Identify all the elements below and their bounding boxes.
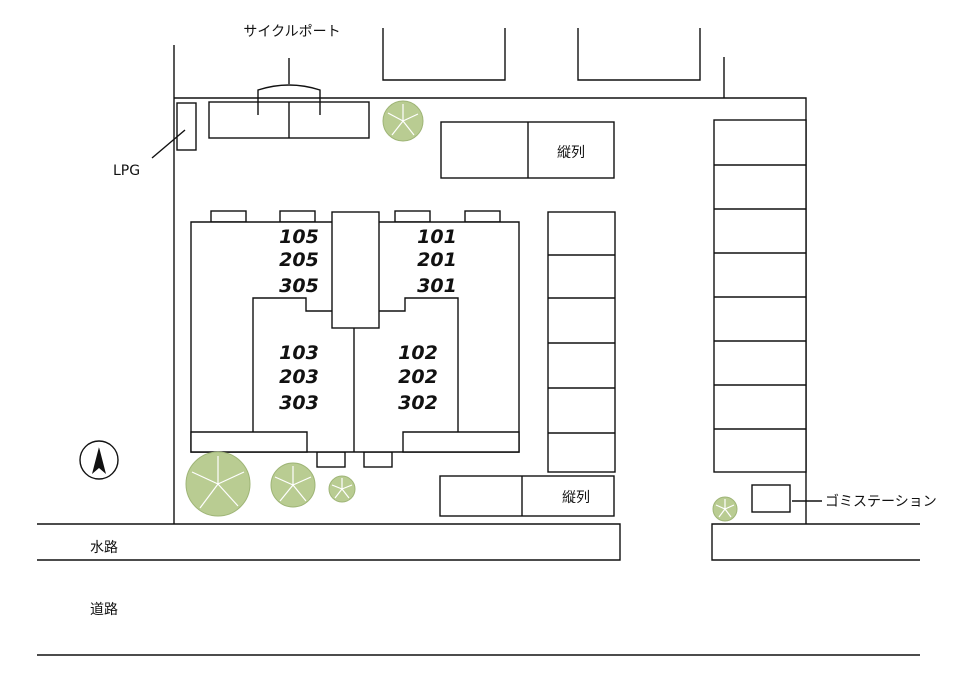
neighbor-building-1: [382, 28, 506, 81]
unit-numbers: 105 205 305 101 201 301 103 203 303 102 …: [279, 226, 457, 414]
waterway-right: [711, 523, 920, 561]
lpg-label: LPG: [113, 163, 140, 179]
unit-number: 201: [417, 249, 457, 271]
tree-icon: [382, 100, 424, 142]
waterway-label: 水路: [90, 540, 118, 556]
unit-number: 101: [417, 226, 457, 248]
tandem-top-label: 縦列: [557, 145, 585, 161]
tree-icon: [185, 451, 251, 517]
unit-number: 105: [279, 226, 319, 248]
unit-number: 303: [279, 392, 319, 414]
tree-icon: [712, 496, 738, 522]
unit-number: 202: [398, 366, 438, 388]
lpg-leader: [151, 129, 186, 159]
tree-icon: [328, 475, 356, 503]
unit-number: 305: [279, 275, 319, 297]
stairwell: [331, 211, 380, 329]
garbage-station: [751, 484, 791, 513]
unit-number: 203: [279, 366, 319, 388]
lpg-tank: [176, 102, 197, 151]
road-label: 道路: [90, 602, 118, 618]
unit-number: 205: [279, 249, 319, 271]
unit-number: 103: [279, 342, 319, 364]
unit-number: 302: [398, 392, 438, 414]
tandem-bottom-label: 縦列: [562, 490, 590, 506]
parking-column-right: [713, 119, 807, 473]
waterway-left: [37, 523, 621, 561]
cycle-port-label: サイクルポート: [243, 24, 340, 40]
cycle-port-bracket: [257, 58, 321, 115]
compass-label: N: [96, 443, 102, 451]
garbage-station-label: ゴミステーション: [825, 493, 937, 510]
parking-column-center: [547, 211, 616, 473]
unit-number: 102: [398, 342, 438, 364]
tandem-parking-bottom: [439, 475, 615, 517]
unit-number: 301: [417, 275, 457, 297]
tree-icon: [270, 462, 316, 508]
apartment-building: [190, 210, 520, 468]
neighbor-building-2: [577, 28, 701, 81]
north-arrow-icon: N: [79, 440, 119, 480]
